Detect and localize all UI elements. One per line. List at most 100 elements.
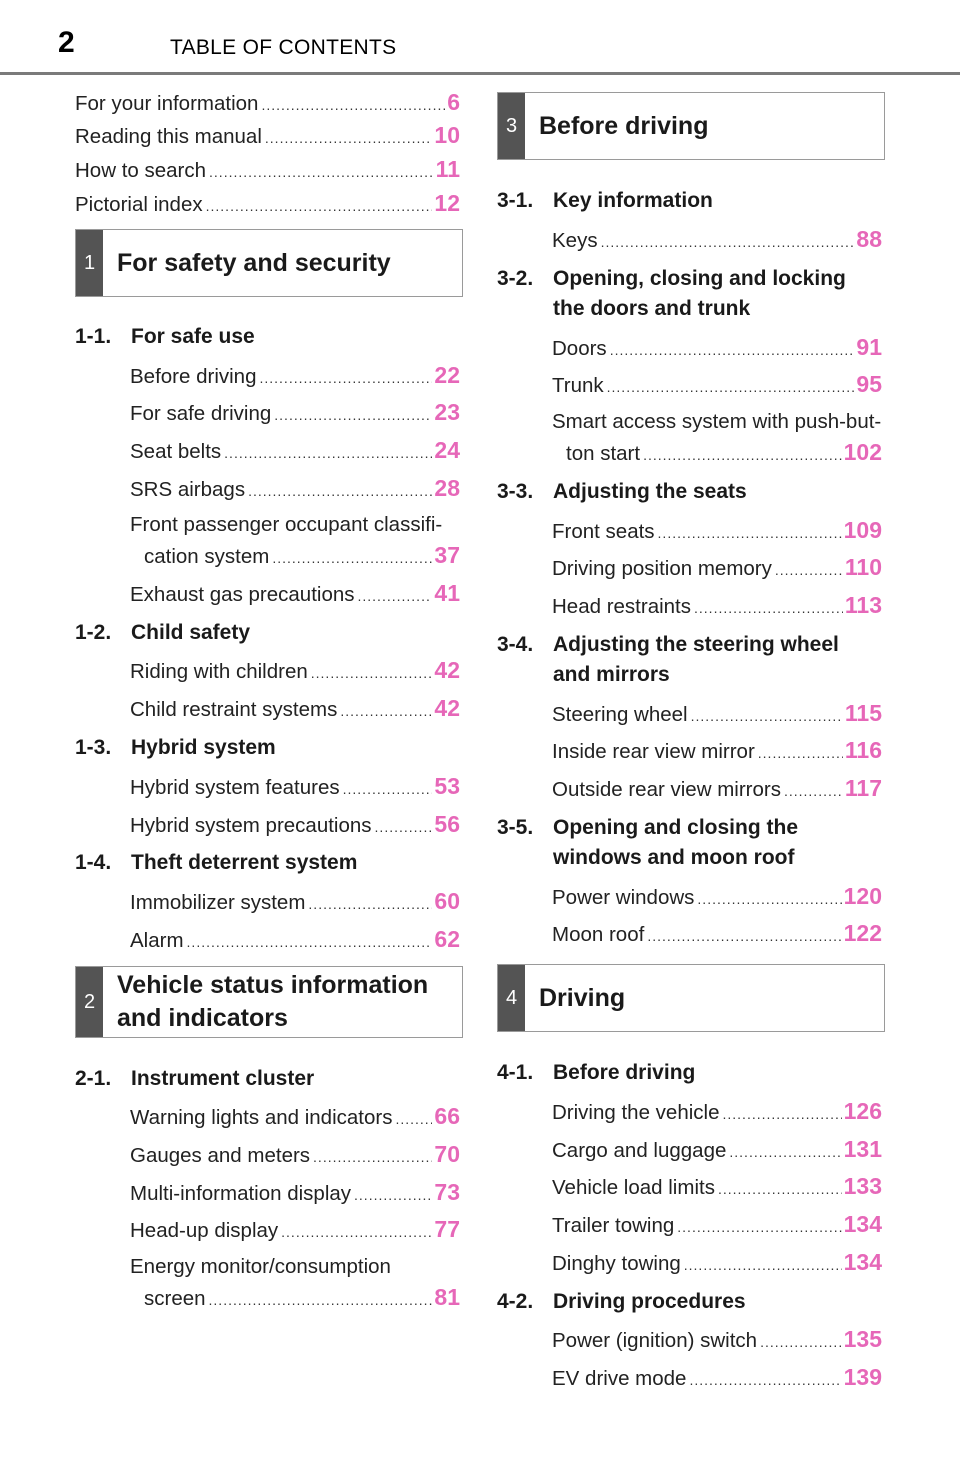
section-3-5[interactable]: 3-5.Opening and closing the windows and … — [497, 813, 887, 873]
toc-entry-how-to-search[interactable]: How to search11 — [75, 154, 460, 187]
leader-dots — [601, 227, 855, 257]
toc-page-link[interactable]: 133 — [843, 1173, 882, 1199]
toc-entry[interactable]: For safe driving23 — [130, 397, 460, 430]
toc-page-link[interactable]: 102 — [843, 439, 882, 465]
section-1-4[interactable]: 1-4.Theft deterrent system — [75, 848, 460, 878]
toc-page-link[interactable]: 12 — [434, 190, 460, 216]
toc-entry[interactable]: Hybrid system features53 — [130, 771, 460, 804]
toc-page-link[interactable]: 70 — [434, 1141, 460, 1167]
toc-page-link[interactable]: 22 — [434, 362, 460, 388]
toc-page-link[interactable]: 62 — [434, 926, 460, 952]
toc-page-link[interactable]: 41 — [434, 580, 460, 606]
toc-entry[interactable]: Energy monitor/consumption screen81 — [130, 1252, 460, 1315]
toc-page-link[interactable]: 73 — [434, 1179, 460, 1205]
toc-entry[interactable]: Front passenger occupant classifi- catio… — [130, 510, 460, 573]
toc-entry[interactable]: Head restraints113 — [552, 590, 882, 623]
toc-page-link[interactable]: 23 — [434, 399, 460, 425]
toc-entry-pictorial-index[interactable]: Pictorial index12 — [75, 188, 460, 221]
toc-entry[interactable]: Gauges and meters70 — [130, 1139, 460, 1172]
toc-entry[interactable]: Warning lights and indicators66 — [130, 1101, 460, 1134]
toc-page-link[interactable]: 116 — [844, 737, 882, 763]
toc-page-link[interactable]: 120 — [843, 883, 882, 909]
toc-page-link[interactable]: 134 — [843, 1211, 882, 1237]
section-3-2[interactable]: 3-2.Opening, closing and locking the doo… — [497, 264, 882, 324]
section-4-2[interactable]: 4-2.Driving procedures — [497, 1287, 882, 1317]
toc-page-link[interactable]: 60 — [434, 888, 460, 914]
section-1-2[interactable]: 1-2.Child safety — [75, 618, 460, 648]
toc-page-link[interactable]: 139 — [843, 1364, 882, 1390]
toc-entry[interactable]: Riding with children42 — [130, 655, 460, 688]
toc-entry[interactable]: Immobilizer system60 — [130, 886, 460, 919]
toc-entry[interactable]: Head-up display77 — [130, 1214, 460, 1247]
toc-page-link[interactable]: 131 — [843, 1136, 882, 1162]
toc-entry[interactable]: Alarm62 — [130, 924, 460, 957]
toc-page-link[interactable]: 37 — [434, 542, 460, 568]
toc-entry[interactable]: Cargo and luggage131 — [552, 1134, 882, 1167]
toc-entry[interactable]: Hybrid system precautions56 — [130, 809, 460, 842]
toc-entry[interactable]: Exhaust gas precautions41 — [130, 578, 460, 611]
toc-entry[interactable]: Dinghy towing 134 — [552, 1247, 882, 1280]
toc-page-link[interactable]: 6 — [447, 89, 460, 115]
toc-page-link[interactable]: 115 — [844, 700, 882, 726]
toc-entry[interactable]: Trunk95 — [552, 369, 882, 402]
toc-page-link[interactable]: 122 — [843, 920, 882, 946]
toc-entry[interactable]: Keys88 — [552, 224, 882, 257]
toc-page-link[interactable]: 117 — [844, 775, 882, 801]
toc-page-link[interactable]: 24 — [434, 437, 460, 463]
toc-page-link[interactable]: 42 — [434, 695, 460, 721]
toc-entry[interactable]: Before driving22 — [130, 360, 460, 393]
toc-page-link[interactable]: 88 — [856, 226, 882, 252]
toc-page-link[interactable]: 126 — [843, 1098, 882, 1124]
toc-entry[interactable]: Multi-information display73 — [130, 1177, 460, 1210]
toc-entry[interactable]: Front seats109 — [552, 515, 882, 548]
toc-page-link[interactable]: 134 — [843, 1249, 882, 1275]
toc-page-link[interactable]: 95 — [856, 371, 882, 397]
toc-page-link[interactable]: 109 — [843, 517, 882, 543]
toc-entry-label: Dinghy towing — [552, 1252, 681, 1275]
toc-entry-reading-this-manual[interactable]: Reading this manual10 — [75, 120, 460, 153]
toc-entry[interactable]: Inside rear view mirror116 — [552, 735, 882, 768]
toc-entry[interactable]: Seat belts24 — [130, 435, 460, 468]
toc-entry[interactable]: SRS airbags28 — [130, 473, 460, 506]
chapter-2-box[interactable]: 2 Vehicle status information and indicat… — [75, 966, 463, 1038]
chapter-1-box[interactable]: 1 For safety and security — [75, 229, 463, 297]
section-3-1[interactable]: 3-1.Key information — [497, 186, 882, 216]
toc-page-link[interactable]: 56 — [434, 811, 460, 837]
toc-page-link[interactable]: 66 — [434, 1103, 460, 1129]
section-1-1[interactable]: 1-1.For safe use — [75, 322, 460, 352]
toc-entry[interactable]: Smart access system with push-but- ton s… — [552, 407, 882, 470]
toc-entry[interactable]: Driving position memory110 — [552, 552, 882, 585]
toc-page-link[interactable]: 91 — [856, 334, 882, 360]
chapter-4-box[interactable]: 4 Driving — [497, 964, 885, 1032]
toc-entry-label: Trailer towing — [552, 1214, 675, 1237]
toc-page-link[interactable]: 110 — [844, 554, 882, 580]
toc-entry[interactable]: Child restraint systems42 — [130, 693, 460, 726]
toc-entry[interactable]: Vehicle load limits133 — [552, 1171, 882, 1204]
chapter-3-box[interactable]: 3 Before driving — [497, 92, 885, 160]
toc-page-link[interactable]: 135 — [843, 1326, 882, 1352]
toc-entry-for-your-information[interactable]: For your information6 — [75, 87, 460, 120]
toc-page-link[interactable]: 10 — [434, 122, 460, 148]
toc-entry[interactable]: Power windows120 — [552, 881, 882, 914]
toc-page-link[interactable]: 11 — [435, 156, 460, 182]
toc-entry[interactable]: EV drive mode139 — [552, 1362, 882, 1395]
toc-page-link[interactable]: 81 — [434, 1284, 460, 1310]
toc-entry[interactable]: Moon roof122 — [552, 918, 882, 951]
toc-page-link[interactable]: 42 — [434, 657, 460, 683]
toc-entry[interactable]: Power (ignition) switch135 — [552, 1324, 882, 1357]
section-3-3[interactable]: 3-3.Adjusting the seats — [497, 477, 882, 507]
toc-entry[interactable]: Trailer towing 134 — [552, 1209, 882, 1242]
toc-entry[interactable]: Driving the vehicle126 — [552, 1096, 882, 1129]
section-title: Before driving — [553, 1061, 696, 1084]
toc-page-link[interactable]: 28 — [434, 475, 460, 501]
section-1-3[interactable]: 1-3.Hybrid system — [75, 733, 460, 763]
section-2-1[interactable]: 2-1.Instrument cluster — [75, 1064, 460, 1094]
section-4-1[interactable]: 4-1.Before driving — [497, 1058, 882, 1088]
toc-entry[interactable]: Doors91 — [552, 332, 882, 365]
toc-entry[interactable]: Steering wheel115 — [552, 698, 882, 731]
toc-page-link[interactable]: 77 — [434, 1216, 460, 1242]
toc-entry[interactable]: Outside rear view mirrors117 — [552, 773, 882, 806]
section-3-4[interactable]: 3-4.Adjusting the steering wheel and mir… — [497, 630, 882, 690]
toc-page-link[interactable]: 53 — [434, 773, 460, 799]
toc-page-link[interactable]: 113 — [844, 592, 882, 618]
